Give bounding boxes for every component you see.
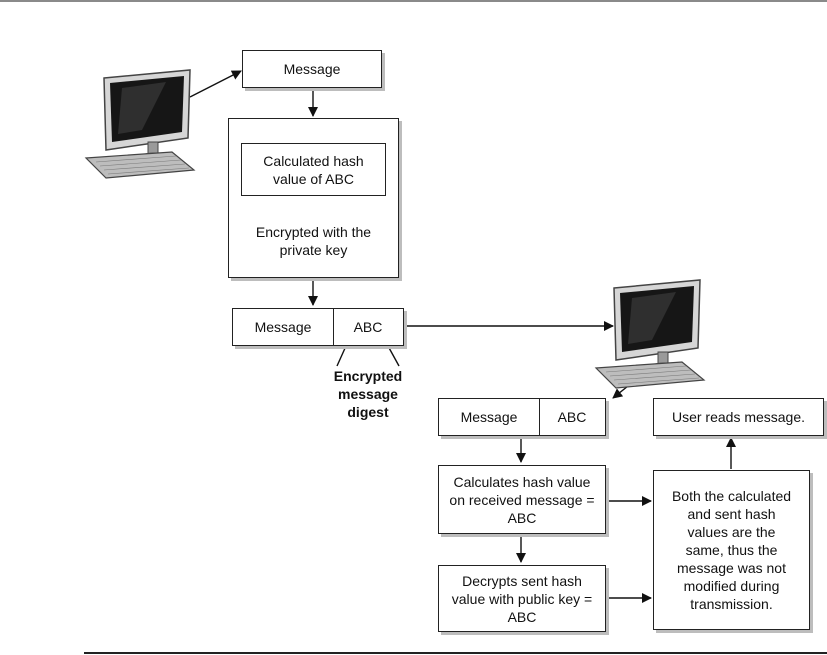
sent-packet-divider (333, 309, 334, 345)
bottom-rule (84, 652, 827, 654)
hash-value-box: Calculated hash value of ABC (241, 143, 386, 196)
decrypts-label: Decrypts sent hash value with public key… (451, 572, 593, 625)
encrypt-box: Calculated hash value of ABC Encrypted w… (228, 118, 399, 278)
computer-icon (84, 69, 196, 179)
encrypted-with-label: Encrypted with the private key (255, 224, 372, 258)
sent-packet-digest: ABC (353, 319, 383, 335)
sender-message-label: Message (283, 61, 341, 77)
received-packet: Message ABC (438, 398, 606, 436)
computer-icon (594, 279, 706, 389)
caption-leader-right (387, 345, 400, 367)
decrypts-box: Decrypts sent hash value with public key… (438, 565, 606, 632)
top-rule (0, 0, 827, 2)
sent-packet-message: Message (254, 319, 312, 335)
caption-leader-left (336, 345, 347, 367)
sent-packet: Message ABC (232, 308, 404, 346)
received-packet-digest: ABC (557, 409, 587, 425)
calculates-box: Calculates hash value on received messag… (438, 465, 606, 534)
reads-message-label: User reads message. (671, 409, 806, 425)
comparison-label: Both the calculated and sent hash values… (671, 488, 792, 612)
comparison-box: Both the calculated and sent hash values… (653, 470, 810, 630)
received-packet-divider (539, 399, 540, 435)
received-packet-message: Message (460, 409, 518, 425)
calculates-label: Calculates hash value on received messag… (449, 473, 595, 526)
hash-value-label: Calculated hash value of ABC (263, 152, 364, 187)
arrow-computer-to-message (189, 70, 242, 98)
reads-message-box: User reads message. (653, 398, 824, 436)
sender-message-box: Message (242, 50, 382, 88)
digest-caption: Encrypted message digest (333, 368, 403, 420)
